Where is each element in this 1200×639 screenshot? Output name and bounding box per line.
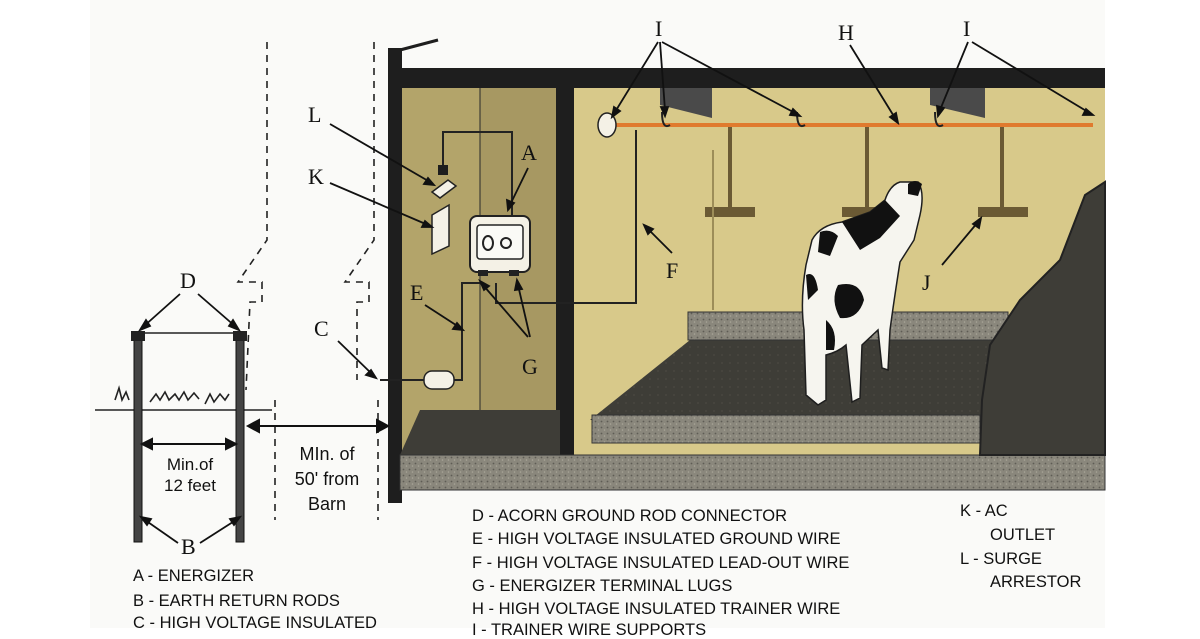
callout-c: C [314,316,329,341]
legend-item-d: D - ACORN GROUND ROD CONNECTOR [472,507,788,525]
grass [114,385,230,405]
walkway-curb [591,414,981,444]
barn-inner-post [556,85,574,455]
callout-j: J [922,270,931,295]
callout-i-right: I [963,16,971,41]
legend-item-a: A - ENERGIZER [133,567,255,585]
legend-item-i: I - TRAINER WIRE SUPPORTS [472,621,707,639]
rod-spacing-label: Min.of 12 feet [164,455,216,496]
surge-arrestor [430,165,458,199]
stall-floor [590,340,1000,420]
wire-support-bracket-1 [660,88,712,118]
legend-item-k-line2: OUTLET [990,526,1056,544]
callout-h: H [838,20,854,45]
energizer [469,215,531,276]
wire-support-bracket-2 [930,88,985,118]
legend-item-g: G - ENERGIZER TERMINAL LUGS [472,577,733,595]
lead-out-wire [495,130,637,304]
stall-dividers [705,125,1028,217]
barn-ceiling-beam [400,68,1105,88]
left-room-floor [400,410,560,455]
barn-distance-arrow [245,418,391,434]
callout-a: A [521,140,537,165]
callout-b: B [181,534,196,559]
barn-outer-post [388,48,402,503]
manger-wall [978,180,1106,456]
callout-i-left: I [655,16,663,41]
legend-item-h: H - HIGH VOLTAGE INSULATED TRAINER WIRE [472,600,841,618]
end-insulator [597,112,617,138]
cow-illustration [801,181,923,406]
callout-f: F [666,258,679,283]
callout-e: E [410,280,424,305]
legend-item-b: B - EARTH RETURN RODS [133,592,340,610]
rod-spacing-arrow [139,437,239,451]
callout-k: K [308,164,324,189]
legend-item-f: F - HIGH VOLTAGE INSULATED LEAD-OUT WIRE [472,554,850,572]
legend-item-c: C - HIGH VOLTAGE INSULATED [133,614,377,632]
callout-d: D [180,268,196,293]
ac-outlet [431,203,450,256]
callout-g: G [522,354,538,379]
legend-item-l-line1: L - SURGE [960,550,1042,568]
callout-l: L [308,102,322,127]
barn-foundation [399,454,1106,491]
earth-return-rods [131,331,247,543]
barn-distance-label: MIn. of 50' from Barn [294,444,360,515]
legend-item-l-line2: ARRESTOR [990,573,1082,591]
callout-leaders [137,41,1096,544]
wall-insulator-connector [380,370,455,390]
legend-item-k-line1: K - AC [960,502,1008,520]
legend-item-e: E - HIGH VOLTAGE INSULATED GROUND WIRE [472,530,841,548]
